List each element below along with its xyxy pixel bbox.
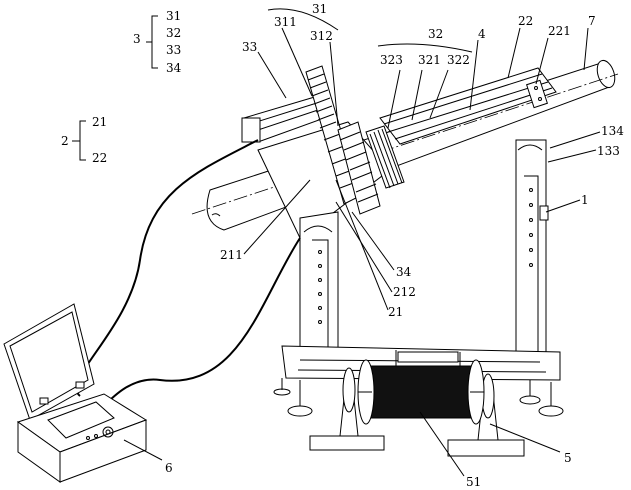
cable-drum-51 — [357, 359, 485, 425]
leader-lines — [123, 8, 601, 477]
label-21: 21 — [388, 305, 403, 319]
legend-3-item: 31 — [166, 9, 181, 23]
signal-cable — [99, 237, 301, 411]
pipe-7 — [191, 59, 619, 231]
legend-2-item: 22 — [92, 151, 107, 165]
label-6: 6 — [165, 461, 173, 475]
control-box-6 — [3, 303, 148, 483]
label-133: 133 — [597, 144, 620, 158]
legend-2-bracket — [72, 120, 86, 161]
legend-2-label: 2 — [61, 134, 69, 148]
label-34: 34 — [396, 265, 412, 279]
legend-3-item: 34 — [166, 61, 182, 75]
label-51: 51 — [466, 475, 481, 489]
label-323: 323 — [380, 53, 403, 67]
label-1: 1 — [581, 193, 589, 207]
label-4: 4 — [478, 27, 486, 41]
label-211: 211 — [220, 248, 243, 262]
support-leg-1-right — [515, 139, 549, 369]
label-134: 134 — [601, 124, 624, 138]
label-31: 31 — [312, 2, 327, 16]
gear-34 — [337, 121, 381, 215]
pipe-centerline — [191, 73, 619, 215]
label-311: 311 — [274, 15, 297, 29]
legend-3-item: 32 — [166, 26, 181, 40]
part-labels: 31 311 312 33 32 4 22 221 7 323 321 322 … — [165, 2, 624, 489]
label-22: 22 — [518, 14, 533, 28]
label-33: 33 — [242, 40, 257, 54]
legend-3-bracket — [146, 15, 158, 69]
coil-323 — [365, 125, 405, 189]
label-212: 212 — [393, 285, 416, 299]
label-321: 321 — [418, 53, 441, 67]
legend-group-2: 2 21 22 — [61, 115, 107, 165]
legend-3-item: 33 — [166, 43, 181, 57]
label-32: 32 — [428, 27, 443, 41]
label-7: 7 — [588, 14, 596, 28]
cable-to-box — [75, 139, 259, 397]
feet — [273, 378, 564, 417]
legend-2-item: 21 — [92, 115, 107, 129]
label-221: 221 — [548, 24, 571, 38]
reel-stand-5 — [309, 367, 525, 457]
legend-group-3: 3 31 32 33 34 — [133, 9, 182, 75]
label-5: 5 — [564, 451, 572, 465]
legend-3-label: 3 — [133, 32, 141, 46]
label-322: 322 — [447, 53, 470, 67]
label-312: 312 — [310, 29, 333, 43]
beam-22 — [379, 67, 557, 145]
